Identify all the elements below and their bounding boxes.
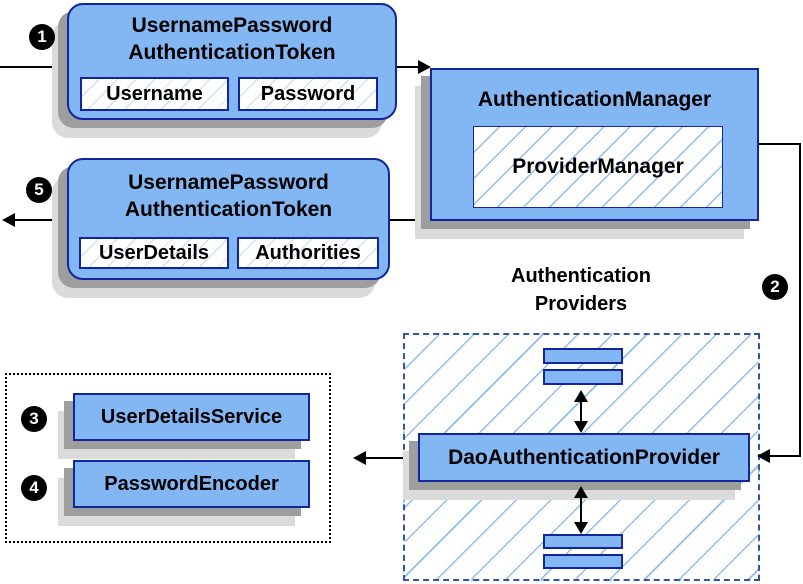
arrowhead-down-icon (574, 522, 588, 534)
password-field: Password (238, 77, 378, 111)
dao-authentication-provider-node: DaoAuthenticationProvider (418, 433, 750, 482)
beans-container (5, 373, 331, 543)
double-arrow-bottom (573, 486, 589, 534)
step-2-badge: 2 (762, 274, 788, 300)
password-encoder-node: PasswordEncoder (73, 460, 310, 508)
step-3-badge: 3 (21, 406, 47, 432)
authentication-providers-heading: Authentication Providers (466, 262, 696, 318)
arrowhead-to-manager-icon (418, 60, 431, 74)
result-token-node: UsernamePassword AuthenticationToken Use… (67, 158, 390, 280)
authentication-manager-node: AuthenticationManager ProviderManager (430, 68, 759, 221)
authentication-manager-label: AuthenticationManager (477, 88, 712, 111)
flow-line-request-in (0, 66, 67, 68)
request-token-title: UsernamePassword AuthenticationToken (69, 12, 395, 66)
authentication-manager-title: AuthenticationManager (432, 86, 757, 113)
provider-manager-node: ProviderManager (473, 126, 723, 208)
result-token-title-line1: UsernamePassword (128, 171, 329, 194)
request-token-node: UsernamePassword AuthenticationToken Use… (67, 3, 397, 120)
arrowhead-into-dao-icon (757, 449, 770, 463)
provider-slot-bar-bottom-2 (543, 554, 623, 569)
username-field: Username (80, 77, 229, 111)
provider-slot-bar-bottom-1 (543, 534, 623, 549)
flow-line-token-to-manager (397, 66, 418, 68)
arrowhead-result-out-icon (2, 213, 15, 227)
arrow-shaft (580, 492, 582, 528)
flow-line-result-out (14, 219, 67, 221)
user-details-service-node: UserDetailsService (73, 393, 310, 441)
flow-line-manager-to-result (390, 219, 430, 221)
result-token-title-line2: AuthenticationToken (124, 198, 333, 221)
flow-line-dao-to-services (365, 457, 418, 459)
provider-slot-bar-top-1 (543, 348, 623, 364)
step-4-badge: 4 (21, 475, 47, 501)
step-1-badge: 1 (29, 24, 55, 50)
connector-manager-down (799, 143, 801, 457)
providers-heading-line2: Providers (534, 293, 628, 315)
result-token-title: UsernamePassword AuthenticationToken (69, 169, 388, 223)
connector-manager-right (759, 143, 801, 145)
user-details-field: UserDetails (79, 237, 229, 269)
authorities-field: Authorities (237, 237, 379, 269)
provider-slot-bar-top-2 (543, 369, 623, 385)
arrowhead-to-services-icon (353, 451, 366, 465)
arrowhead-down-icon (574, 421, 588, 433)
providers-heading-line1: Authentication (511, 265, 651, 287)
arrow-shaft (580, 396, 582, 427)
connector-into-dao (769, 455, 801, 457)
step-5-badge: 5 (26, 177, 52, 203)
double-arrow-top (573, 390, 589, 433)
request-token-title-line2: AuthenticationToken (128, 41, 336, 64)
request-token-title-line1: UsernamePassword (131, 14, 333, 37)
